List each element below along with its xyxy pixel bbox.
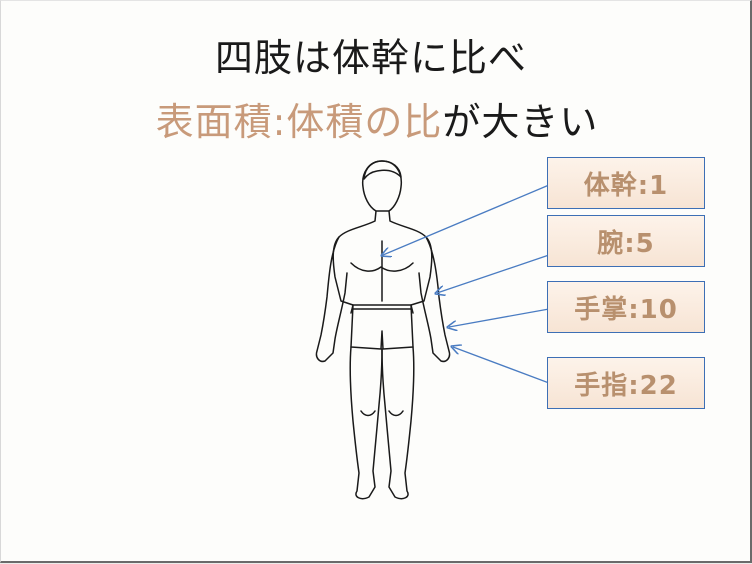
chest-detail xyxy=(350,240,414,302)
knee-details xyxy=(360,410,404,417)
left-leg-outline xyxy=(349,346,383,500)
arrow-arm xyxy=(437,254,550,293)
head-outline xyxy=(361,160,403,212)
arrow-finger xyxy=(453,347,550,384)
right-arm-outline xyxy=(418,236,451,363)
right-leg-outline xyxy=(381,346,415,500)
label-trunk: 体幹:1 xyxy=(547,157,705,209)
title-rest-text: が大きい xyxy=(442,100,599,144)
shorts-outline xyxy=(350,304,414,350)
title-accent-text: 表面積:体積の比 xyxy=(155,100,443,144)
arrow-palm xyxy=(449,308,550,327)
hair-outline xyxy=(363,160,402,180)
arrow-trunk xyxy=(383,184,550,255)
title-line-1: 四肢は体幹に比べ xyxy=(214,36,527,80)
title-line-2: 表面積:体積の比が大きい xyxy=(1,99,752,145)
label-arm: 腕:5 xyxy=(547,215,705,267)
label-palm: 手掌:10 xyxy=(547,281,705,333)
left-arm-outline xyxy=(315,236,348,363)
label-finger: 手指:22 xyxy=(547,357,705,409)
